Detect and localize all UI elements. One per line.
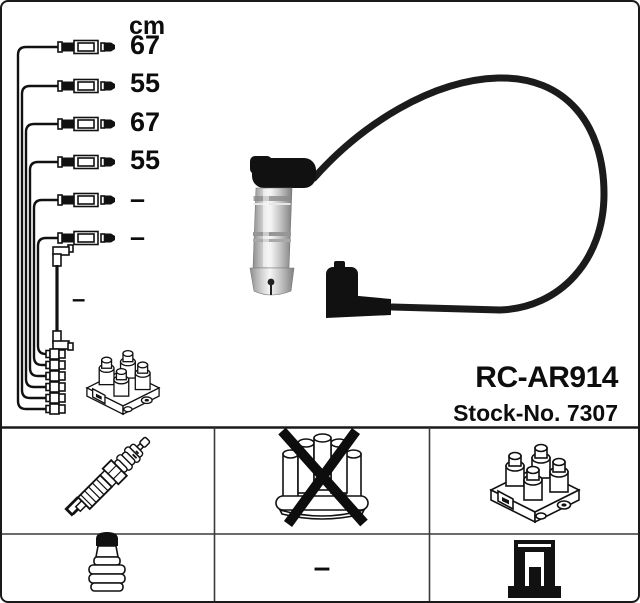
coil-terminal-icon	[508, 540, 561, 598]
stock-number: Stock-No. 7307	[453, 400, 618, 426]
terminal-nut-icon	[88, 532, 126, 592]
cable	[310, 74, 608, 314]
distributor-cap-icon	[275, 427, 369, 527]
cable-length-4: 55	[130, 145, 161, 175]
ignition-coil-drawing	[86, 349, 160, 415]
plug-boot-row	[57, 230, 115, 246]
cable-length-6: –	[130, 222, 146, 252]
cable-length-3: 67	[130, 107, 161, 137]
plug-boot-row	[57, 116, 115, 132]
plug-boot-row	[57, 154, 115, 170]
elbow-boot	[326, 261, 391, 318]
plug-boot-row	[57, 192, 115, 208]
unit-header: cm	[129, 12, 166, 40]
cable-length-1: 67	[130, 30, 161, 60]
legend-cell-dash: –	[313, 551, 331, 584]
cable-length-5: –	[130, 184, 146, 214]
ignition-coil-icon	[490, 443, 580, 523]
cable-length-2: 55	[130, 68, 161, 98]
spark-plug-icon	[64, 436, 151, 517]
part-number: RC-AR914	[475, 361, 618, 394]
metal-plug-connector	[249, 156, 316, 296]
plug-boot-row	[57, 39, 115, 55]
cross-out-icon	[278, 427, 368, 527]
cable-set-diagram	[16, 39, 160, 415]
coil-wire	[52, 244, 74, 351]
spark-plug-wire-photo	[249, 74, 608, 318]
part-identification: RC-AR914 Stock-No. 7307	[453, 361, 618, 427]
distributor-connectors	[45, 348, 66, 415]
coil-wire-length: –	[72, 286, 86, 313]
plug-boot-row	[57, 78, 115, 94]
